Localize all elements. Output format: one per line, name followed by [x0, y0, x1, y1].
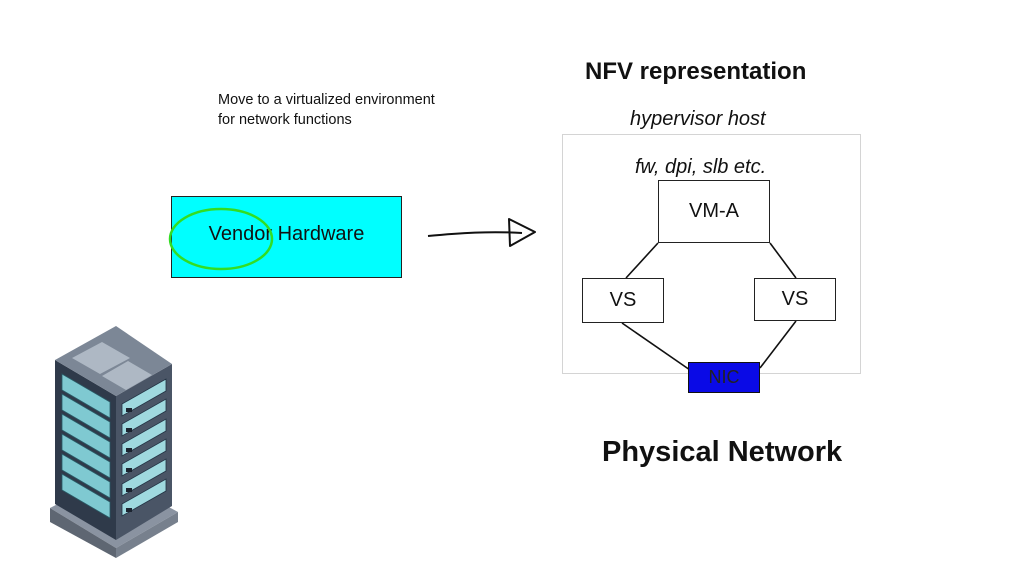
nic-box: NIC: [688, 362, 760, 393]
vm-a-label: VM-A: [689, 200, 739, 222]
vs-left-label: VS: [609, 289, 637, 311]
vs-left-box: VS: [582, 278, 664, 323]
nic-label: NIC: [708, 367, 740, 387]
vm-a-box: VM-A: [658, 180, 770, 243]
caption-text: Move to a virtualized environment for ne…: [218, 90, 435, 130]
vs-right-box: VS: [754, 278, 836, 321]
line-vs-right-to-nic: [759, 320, 797, 369]
network-functions-label: fw, dpi, slb etc.: [635, 156, 767, 178]
vs-right-label: VS: [781, 288, 809, 310]
nfv-title: NFV representation: [585, 58, 807, 85]
caption-line-2: for network functions: [218, 112, 352, 128]
line-vm-to-vs-left: [625, 242, 659, 279]
vendor-hardware-label: Vendor Hardware: [208, 223, 365, 245]
physical-network-label: Physical Network: [602, 436, 843, 468]
hypervisor-host-label: hypervisor host: [630, 108, 766, 130]
vendor-hardware-box: Vendor Hardware: [171, 196, 402, 278]
line-vm-to-vs-right: [769, 242, 797, 279]
caption-line-1: Move to a virtualized environment: [218, 92, 435, 108]
line-vs-left-to-nic: [621, 322, 691, 371]
